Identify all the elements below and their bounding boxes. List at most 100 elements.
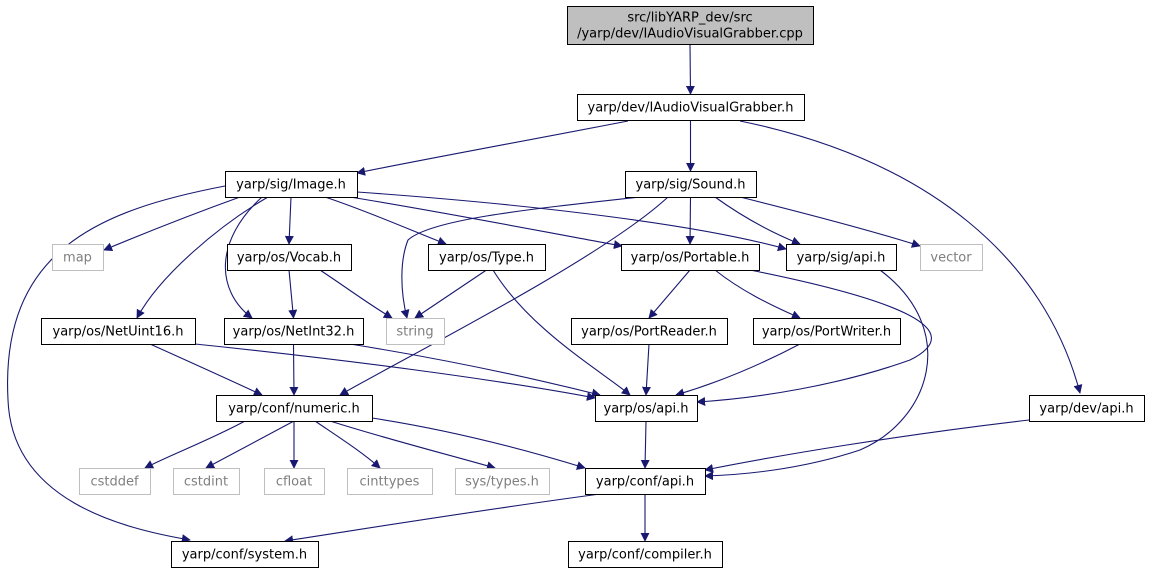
node-label-confapi: yarp/conf/api.h — [596, 475, 694, 490]
edge-sound-to-numeric — [339, 196, 669, 396]
node-cinttypes: cinttypes — [347, 468, 433, 495]
edge-numeric-to-cinttypes — [314, 420, 381, 469]
node-iavg[interactable]: yarp/dev/IAudioVisualGrabber.h — [577, 94, 805, 121]
edge-portreader-to-osapi — [641, 343, 651, 396]
node-box-cstdint — [173, 468, 240, 495]
edge-type-to-string — [414, 269, 487, 319]
node-netuint16[interactable]: yarp/os/NetUint16.h — [41, 318, 196, 345]
edge-image-to-portable — [349, 196, 623, 250]
node-box-iavg — [577, 94, 805, 121]
node-string: string — [386, 318, 445, 345]
edge-sigapi-to-confapi — [704, 269, 929, 481]
node-box-numeric — [216, 395, 373, 422]
edge-image-to-type — [324, 196, 447, 246]
node-compiler[interactable]: yarp/conf/compiler.h — [568, 541, 723, 568]
edge-netint32-to-numeric — [289, 343, 299, 396]
node-box-map — [52, 244, 104, 271]
edge-portable-to-portwriter — [714, 269, 801, 319]
node-box-sigapi — [786, 244, 897, 271]
node-label-compiler: yarp/conf/compiler.h — [578, 548, 712, 563]
node-box-root — [567, 6, 814, 45]
node-root[interactable]: src/libYARP_dev/src/yarp/dev/IAudioVisua… — [567, 6, 814, 45]
node-label-cstddef: cstddef — [90, 475, 139, 490]
node-label-systypes: sys/types.h — [465, 475, 539, 490]
node-box-cfloat — [264, 468, 325, 495]
edge-sound-to-vector — [739, 196, 921, 248]
node-box-portwriter — [753, 318, 901, 345]
edge-portwriter-to-osapi — [675, 343, 801, 398]
node-image[interactable]: yarp/sig/Image.h — [225, 171, 358, 198]
node-label-vocab: yarp/os/Vocab.h — [237, 251, 341, 266]
edge-numeric-to-cstdint — [205, 420, 295, 469]
edge-type-to-osapi — [492, 269, 631, 396]
node-label-cfloat: cfloat — [276, 475, 312, 490]
node-label-devapi: yarp/dev/api.h — [1039, 402, 1133, 417]
edge-vocab-to-string — [319, 269, 393, 319]
node-label-sound: yarp/sig/Sound.h — [636, 178, 746, 193]
node-label-cstdint: cstdint — [184, 475, 228, 490]
edge-root-to-iavg — [685, 43, 695, 95]
node-map: map — [52, 244, 104, 271]
node-box-compiler — [568, 541, 723, 568]
node-label-netint32: yarp/os/NetInt32.h — [233, 325, 355, 340]
edge-numeric-to-cstddef — [144, 420, 246, 469]
edge-netuint16-to-numeric — [149, 343, 263, 396]
edge-devapi-to-confapi — [704, 419, 1030, 473]
edges-layer — [7, 43, 1083, 545]
edge-image-to-system — [7, 185, 226, 544]
node-label-osapi: yarp/os/api.h — [604, 402, 689, 417]
node-sound[interactable]: yarp/sig/Sound.h — [625, 171, 757, 198]
edge-sound-to-string — [400, 196, 641, 319]
node-sigapi[interactable]: yarp/sig/api.h — [786, 244, 897, 271]
node-box-type — [428, 244, 546, 271]
edge-image-to-map — [103, 196, 241, 252]
node-label-portable: yarp/os/Portable.h — [631, 251, 750, 266]
edge-sound-to-portable — [685, 196, 695, 245]
node-cstdint: cstdint — [173, 468, 240, 495]
node-type[interactable]: yarp/os/Type.h — [428, 244, 546, 271]
edge-image-to-netint32 — [224, 196, 263, 319]
node-numeric[interactable]: yarp/conf/numeric.h — [216, 395, 373, 422]
node-devapi[interactable]: yarp/dev/api.h — [1029, 395, 1145, 422]
node-osapi[interactable]: yarp/os/api.h — [595, 395, 698, 422]
node-box-system — [171, 541, 319, 568]
node-portreader[interactable]: yarp/os/PortReader.h — [571, 318, 728, 345]
edge-portable-to-osapi — [696, 269, 932, 406]
node-confapi[interactable]: yarp/conf/api.h — [585, 468, 706, 495]
node-cstddef: cstddef — [79, 468, 151, 495]
edge-netuint16-to-osapi — [194, 343, 596, 401]
node-box-vector — [920, 244, 983, 271]
edge-netint32-to-osapi — [349, 343, 601, 398]
edge-vocab-to-netint32 — [288, 269, 298, 319]
node-label-portreader: yarp/os/PortReader.h — [581, 325, 717, 340]
node-label-iavg: yarp/dev/IAudioVisualGrabber.h — [588, 101, 794, 116]
node-box-devapi — [1029, 395, 1145, 422]
node-box-portable — [621, 244, 760, 271]
node-system[interactable]: yarp/conf/system.h — [171, 541, 319, 568]
node-box-confapi — [585, 468, 706, 495]
node-box-cstddef — [79, 468, 151, 495]
node-vector: vector — [920, 244, 983, 271]
node-box-netuint16 — [41, 318, 196, 345]
node-portwriter[interactable]: yarp/os/PortWriter.h — [753, 318, 901, 345]
node-systypes: sys/types.h — [455, 468, 550, 495]
node-netint32[interactable]: yarp/os/NetInt32.h — [224, 318, 364, 345]
edge-numeric-to-systypes — [329, 420, 496, 471]
node-label-portwriter: yarp/os/PortWriter.h — [762, 325, 891, 340]
edge-osapi-to-confapi — [640, 420, 650, 469]
node-label-netuint16: yarp/os/NetUint16.h — [53, 325, 184, 340]
node-box-vocab — [227, 244, 352, 271]
node-portable[interactable]: yarp/os/Portable.h — [621, 244, 760, 271]
edge-confapi-to-system — [284, 493, 601, 545]
node-box-image — [225, 171, 358, 198]
node-box-osapi — [595, 395, 698, 422]
nodes-layer: src/libYARP_dev/src/yarp/dev/IAudioVisua… — [41, 6, 1145, 568]
node-label-root: /yarp/dev/IAudioVisualGrabber.cpp — [577, 27, 803, 42]
node-label-cinttypes: cinttypes — [360, 475, 420, 490]
edge-iavg-to-image — [356, 120, 629, 176]
edge-portable-to-portreader — [648, 269, 691, 319]
edge-image-to-sigapi — [356, 191, 787, 252]
node-vocab[interactable]: yarp/os/Vocab.h — [227, 244, 352, 271]
node-label-image: yarp/sig/Image.h — [236, 178, 346, 193]
